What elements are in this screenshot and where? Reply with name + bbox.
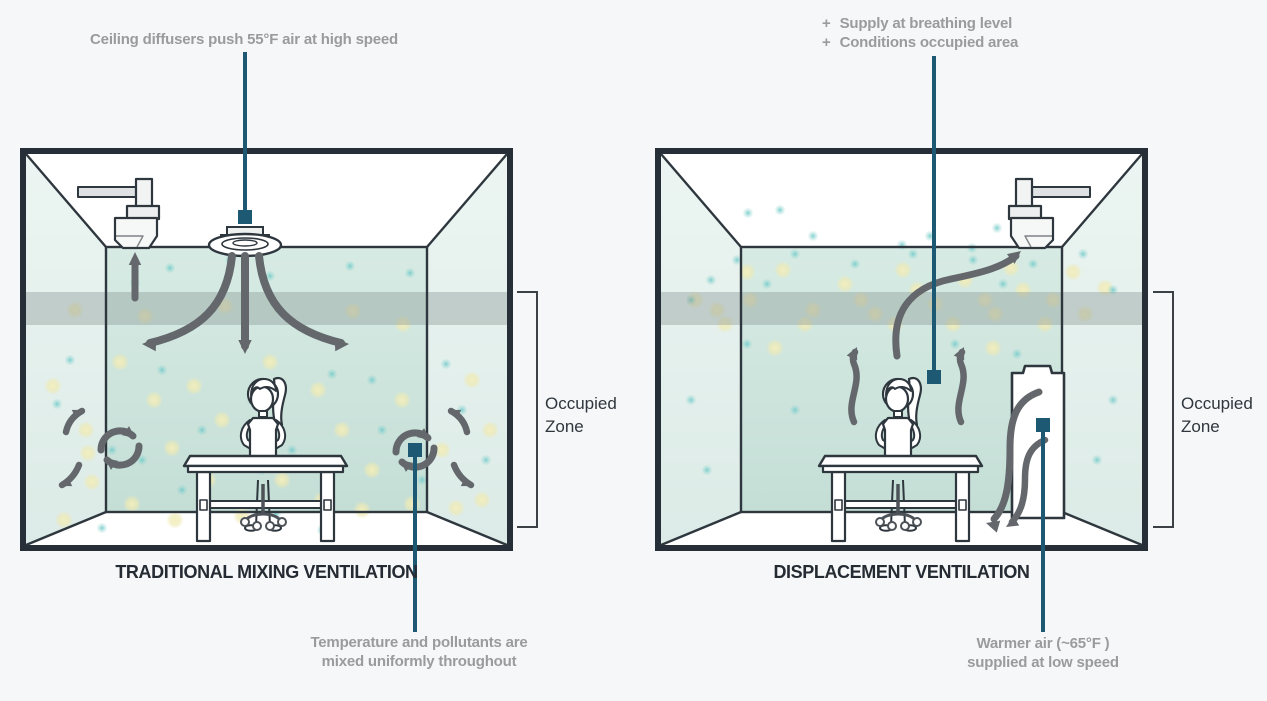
displacement-room-diagram	[655, 148, 1148, 551]
occupied-zone-label-left: Occupied Zone	[545, 394, 617, 436]
desk	[817, 454, 984, 543]
left-top-annotation-line	[243, 52, 247, 212]
return-air-duct-icon	[77, 177, 161, 250]
plus-bullet: +	[822, 34, 831, 51]
right-bottom-annotation-line2: supplied at low speed	[967, 654, 1119, 671]
return-air-duct-icon	[1007, 177, 1091, 250]
pollutant-particles	[44, 297, 499, 529]
supply-air-arrows	[142, 252, 349, 354]
right-top-annotation-label: Conditions occupied area	[839, 34, 1019, 51]
airflow-arrows	[128, 252, 142, 302]
room-frame	[20, 148, 513, 551]
supply-air-arrows	[986, 388, 1049, 533]
right-top-annotation-row: + Conditions occupied area	[822, 33, 1018, 52]
left-bottom-annotation: Temperature and pollutants are mixed uni…	[219, 633, 619, 671]
mixing-swirl-arrows	[58, 407, 475, 489]
left-top-annotation: Ceiling diffusers push 55°F air at high …	[90, 31, 398, 48]
plus-bullet: +	[822, 15, 831, 32]
ceiling-diffuser-icon	[207, 226, 283, 258]
occupied-zone-label-right: Occupied Zone	[1181, 394, 1253, 436]
left-bottom-annotation-marker	[408, 443, 422, 457]
right-bottom-annotation: Warmer air (~65°F ) supplied at low spee…	[843, 634, 1243, 672]
left-bottom-annotation-line	[413, 452, 417, 632]
right-top-annotation-line	[932, 56, 936, 372]
left-panel-title: TRADITIONAL MIXING VENTILATION	[115, 562, 418, 582]
left-bottom-annotation-line1: Temperature and pollutants are	[310, 634, 528, 651]
left-top-annotation-marker	[238, 210, 252, 224]
right-bottom-annotation-marker	[1036, 418, 1050, 432]
right-top-annotation-row: + Supply at breathing level	[822, 14, 1018, 33]
occupied-zone-bracket-right	[1153, 291, 1174, 528]
rising-air-arrows	[846, 251, 1021, 426]
right-top-annotations: + Supply at breathing level + Conditions…	[822, 14, 1018, 52]
office-chair-icon	[240, 484, 287, 531]
room-frame	[655, 148, 1148, 551]
occupied-zone-bracket-left	[517, 291, 538, 528]
traditional-mixing-room-diagram	[20, 148, 513, 551]
right-top-annotation-marker	[927, 370, 941, 384]
right-panel-title: DISPLACEMENT VENTILATION	[773, 562, 1030, 582]
right-top-annotation-label: Supply at breathing level	[839, 15, 1013, 32]
office-chair-icon	[875, 484, 922, 531]
pollutant-particles	[686, 259, 1114, 357]
person-figure	[239, 376, 287, 532]
left-wall	[661, 154, 741, 545]
desk	[182, 454, 349, 543]
right-bottom-annotation-line	[1041, 428, 1045, 632]
left-bottom-annotation-line2: mixed uniformly throughout	[321, 653, 517, 670]
right-bottom-annotation-line1: Warmer air (~65°F )	[976, 635, 1110, 652]
pollutant-particles	[685, 204, 1119, 476]
